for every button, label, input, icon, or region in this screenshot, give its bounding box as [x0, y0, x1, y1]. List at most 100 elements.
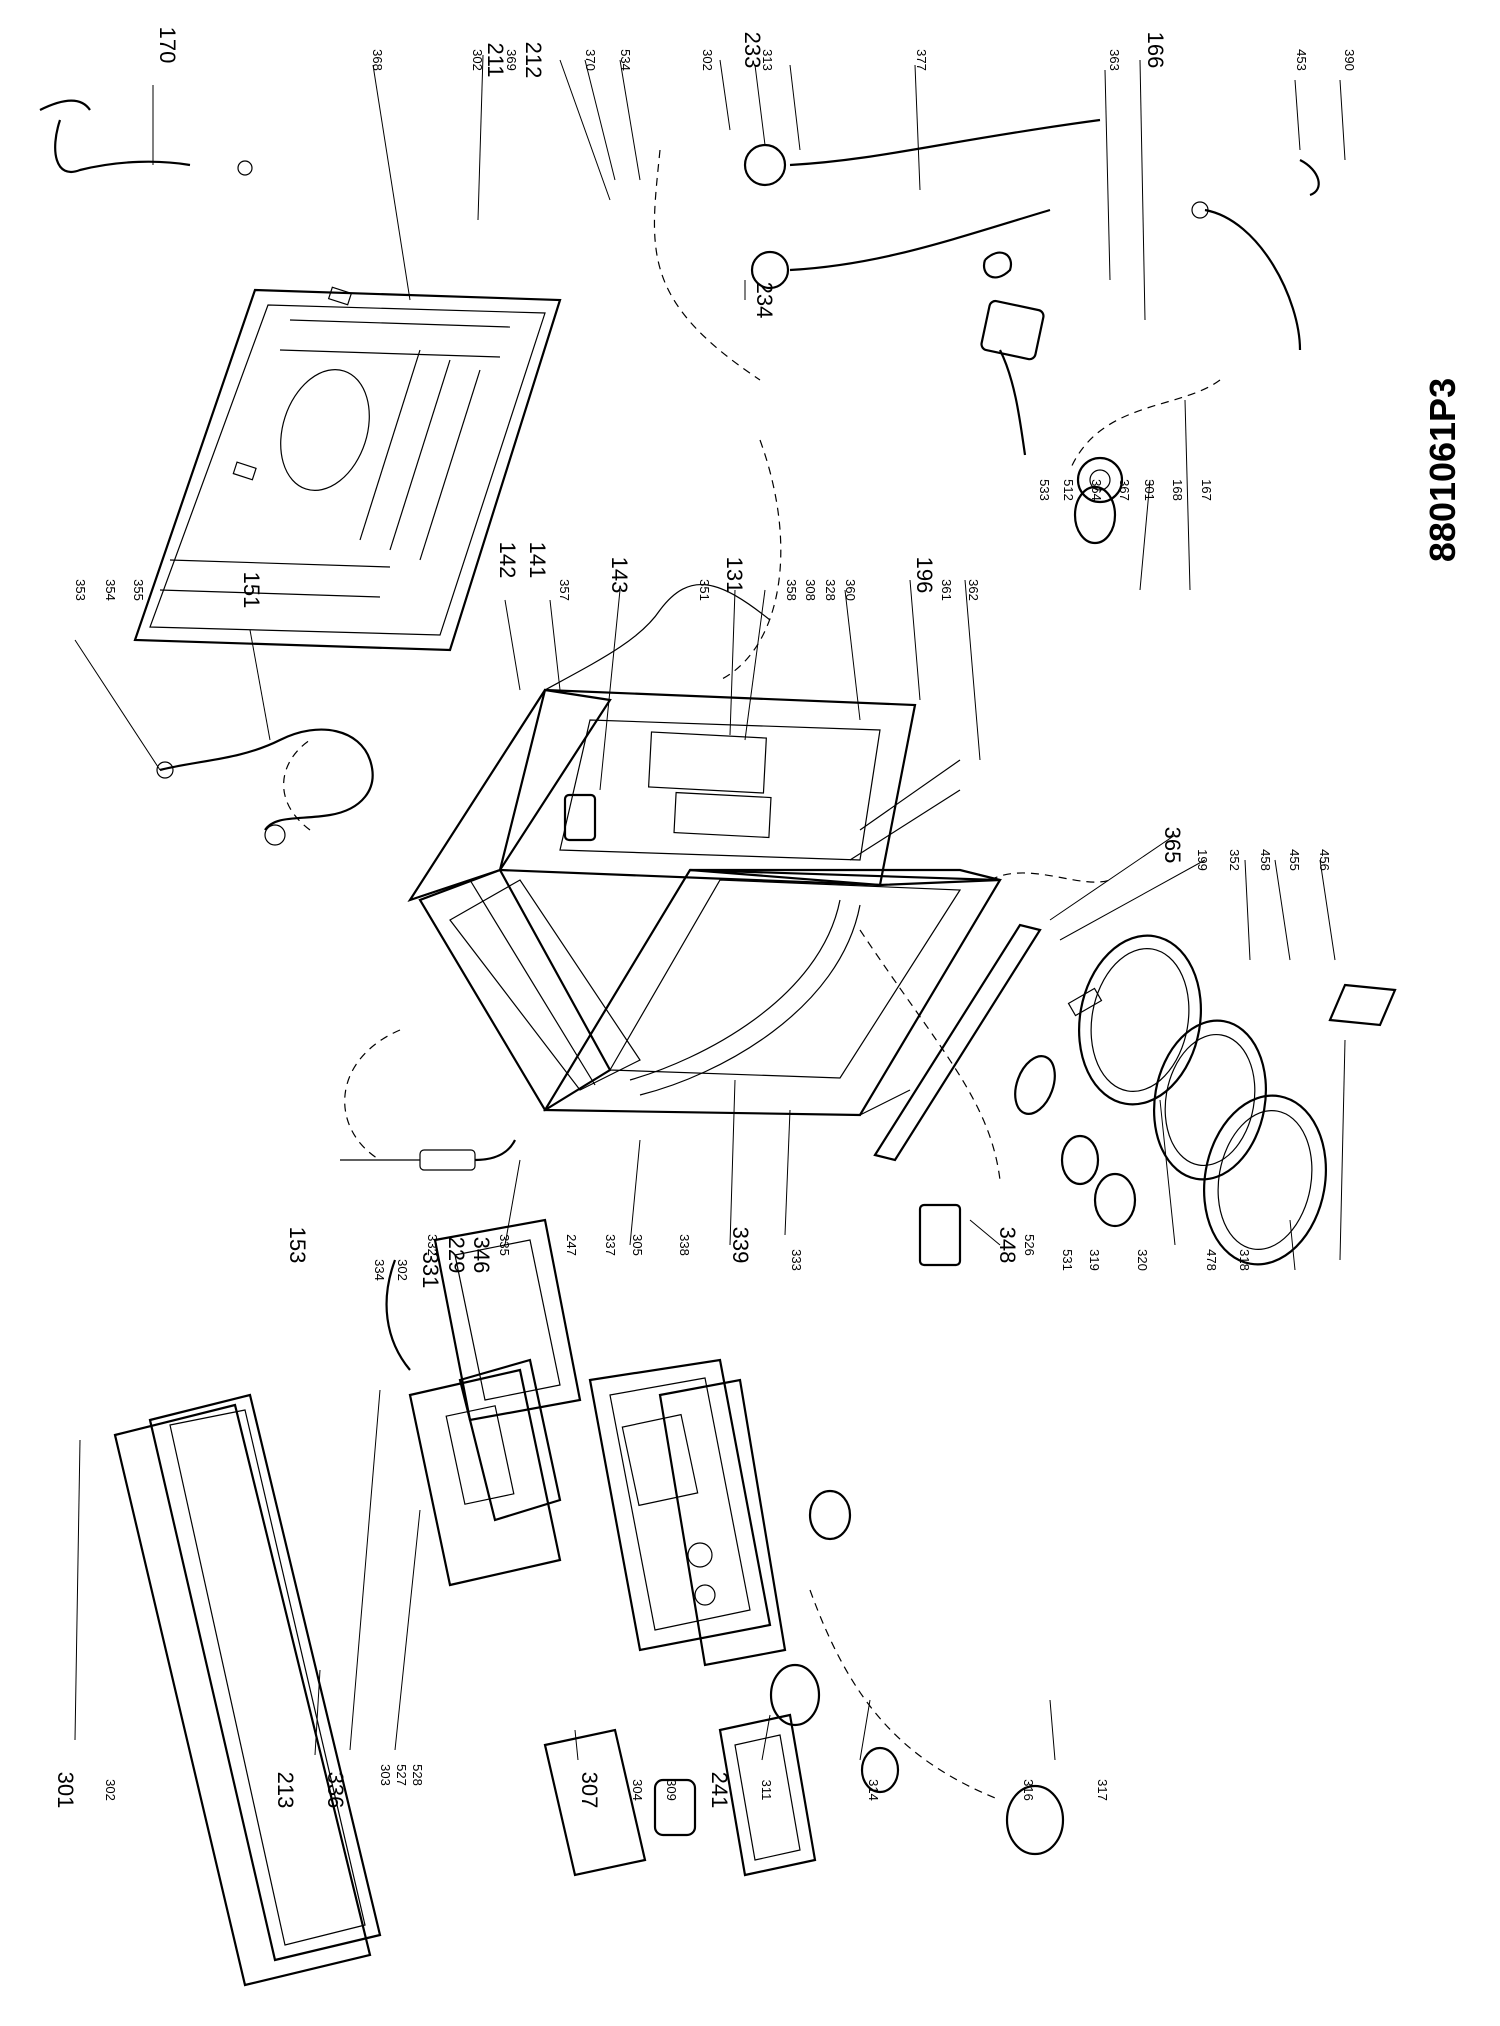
inlet-hose-151-part [156, 728, 374, 846]
callout-352: 352 [1227, 849, 1242, 871]
leader-lines [74, 54, 1346, 1761]
callout-390: 390 [1342, 49, 1357, 71]
callout-533: 533 [1037, 479, 1052, 501]
callout-301: 301 [1142, 479, 1157, 501]
callout-305: 305 [630, 1234, 645, 1256]
callout-247: 247 [564, 1234, 579, 1256]
callout-229: 229 [444, 1237, 469, 1274]
callout-333: 333 [789, 1249, 804, 1271]
callout-348: 348 [995, 1227, 1020, 1264]
callout-334: 334 [372, 1259, 387, 1281]
callout-170: 170 [155, 27, 180, 64]
callout-528: 528 [410, 1764, 425, 1786]
callout-211: 211 [483, 42, 508, 77]
lid-301-part [113, 1393, 382, 1987]
callout-362: 362 [966, 579, 981, 601]
pump-assembly-part [743, 118, 1124, 545]
kickplate-part [873, 923, 1042, 1162]
callout-354: 354 [103, 579, 118, 601]
callout-377: 377 [914, 49, 929, 71]
callout-369: 369 [504, 49, 519, 71]
callout-360: 360 [843, 579, 858, 601]
callout-196: 196 [912, 557, 937, 594]
callout-131: 131 [722, 557, 747, 594]
callout-478: 478 [1204, 1249, 1219, 1271]
callout-199: 199 [1195, 849, 1210, 871]
callout-534: 534 [618, 49, 633, 71]
callout-153: 153 [285, 1227, 310, 1264]
callout-141: 141 [525, 542, 550, 579]
callout-346: 346 [469, 1237, 494, 1274]
callout-302: 302 [395, 1259, 410, 1281]
callout-364: 364 [1089, 479, 1104, 501]
callout-302: 302 [103, 1779, 118, 1801]
callout-531: 531 [1060, 1249, 1075, 1271]
callout-512: 512 [1061, 479, 1076, 501]
knobs-part [769, 1489, 1065, 1856]
callout-168: 168 [1170, 479, 1185, 501]
drawing-code: 8801061P3 [1422, 378, 1463, 562]
callout-526: 526 [1022, 1234, 1037, 1256]
callout-337: 337 [603, 1234, 618, 1256]
callout-151: 151 [239, 572, 264, 609]
callout-336: 336 [323, 1772, 348, 1809]
heater-143-part [544, 584, 771, 842]
callout-363: 363 [1107, 49, 1122, 71]
callout-338: 338 [677, 1234, 692, 1256]
callout-313: 313 [760, 49, 775, 71]
drain-hose-390-part [1191, 159, 1320, 351]
callout-353: 353 [73, 579, 88, 601]
callout-351: 351 [697, 579, 712, 601]
door-lock-part [918, 1055, 1137, 1267]
callout-309: 309 [664, 1779, 679, 1801]
callout-458: 458 [1258, 849, 1273, 871]
door-assembly-part [1067, 934, 1397, 1266]
panel-frame-338-part [658, 1378, 787, 1667]
drawer-front-307-part [543, 1713, 817, 1877]
cabinet-frame-part [407, 688, 1002, 1117]
callout-308: 308 [803, 579, 818, 601]
callout-357: 357 [557, 579, 572, 601]
callout-358: 358 [784, 579, 799, 601]
control-panel-339-part [588, 1358, 772, 1652]
callout-368: 368 [370, 49, 385, 71]
callout-527: 527 [394, 1764, 409, 1786]
callout-339: 339 [728, 1227, 753, 1264]
callout-302: 302 [700, 49, 715, 71]
callout-303: 303 [378, 1764, 393, 1786]
callout-332: 332 [425, 1234, 440, 1256]
callout-301: 301 [53, 1772, 78, 1809]
callout-319: 319 [1087, 1249, 1102, 1271]
callout-361: 361 [939, 579, 954, 601]
callout-355: 355 [131, 579, 146, 601]
callout-331: 331 [418, 1252, 443, 1289]
hose-170-part [39, 99, 253, 176]
spring-332-part [340, 1139, 516, 1171]
callout-213: 213 [273, 1772, 298, 1809]
callout-455: 455 [1287, 849, 1302, 871]
callout-317: 317 [1095, 1779, 1110, 1801]
callout-320: 320 [1135, 1249, 1150, 1271]
callout-453: 453 [1294, 49, 1309, 71]
callout-365: 365 [1160, 827, 1185, 864]
callout-328: 328 [823, 579, 838, 601]
callout-166: 166 [1143, 32, 1168, 69]
callout-314: 314 [866, 1779, 881, 1801]
callout-234: 234 [752, 282, 777, 319]
callout-302: 302 [470, 49, 485, 71]
top-panel-part [133, 286, 562, 652]
callout-241: 241 [707, 1772, 732, 1809]
callout-142: 142 [495, 542, 520, 579]
callout-212: 212 [521, 42, 546, 79]
callout-304: 304 [630, 1779, 645, 1801]
callout-307: 307 [577, 1772, 602, 1809]
callout-233: 233 [740, 32, 765, 69]
callout-370: 370 [583, 49, 598, 71]
callout-335: 335 [497, 1234, 512, 1256]
detergent-drawer-part [408, 1358, 562, 1587]
callout-316: 316 [1021, 1779, 1036, 1801]
callout-456: 456 [1317, 849, 1332, 871]
